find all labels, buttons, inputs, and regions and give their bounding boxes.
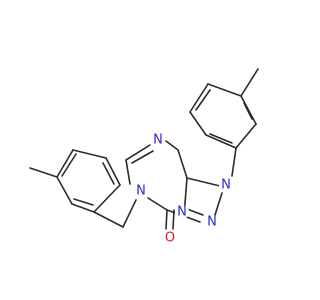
molecule-structure: N N N N N O [29, 68, 259, 246]
bond [172, 209, 175, 230]
bond [93, 211, 124, 228]
bond [56, 176, 73, 205]
atom-n-triazole-3: N [175, 205, 189, 220]
atom-label: N [221, 178, 231, 193]
bond [29, 167, 58, 178]
atom-o-carbonyl: O [163, 231, 177, 246]
atom-n-triazole-1: N [219, 178, 233, 193]
bond [177, 149, 188, 179]
bond [195, 89, 211, 111]
atom-label-layer: N N N N N O [134, 133, 233, 246]
atom-label: O [165, 231, 175, 246]
atom-label: N [177, 205, 187, 220]
bond [189, 111, 207, 136]
bond [235, 123, 257, 149]
bond [131, 150, 154, 164]
bond [56, 149, 74, 178]
bond [231, 147, 237, 177]
bond [125, 159, 131, 185]
bond [105, 157, 121, 186]
atom-n-pyrimidine: N [151, 133, 165, 148]
bond [71, 203, 95, 213]
bond [186, 208, 204, 216]
atom-label: N [136, 184, 146, 199]
bond [102, 162, 115, 185]
atom-label: N [207, 215, 217, 230]
atom-label: N [153, 133, 163, 148]
bond [125, 144, 151, 161]
bond [243, 102, 253, 120]
bond [209, 133, 233, 144]
bond [165, 209, 168, 230]
bond [214, 192, 223, 216]
bond [207, 83, 242, 97]
bond [205, 134, 237, 149]
bond [122, 199, 137, 228]
bond [240, 95, 257, 125]
atom-n-benzyl: N [134, 184, 148, 199]
bond [93, 184, 121, 213]
bond [186, 177, 221, 187]
bond-layer [29, 68, 259, 230]
bond [165, 140, 179, 151]
atom-n-triazole-2: N [205, 215, 219, 230]
bond [147, 197, 168, 211]
bond [73, 198, 94, 206]
bond [72, 149, 107, 159]
bond [189, 83, 209, 113]
bond [61, 153, 77, 177]
bond [240, 68, 259, 97]
